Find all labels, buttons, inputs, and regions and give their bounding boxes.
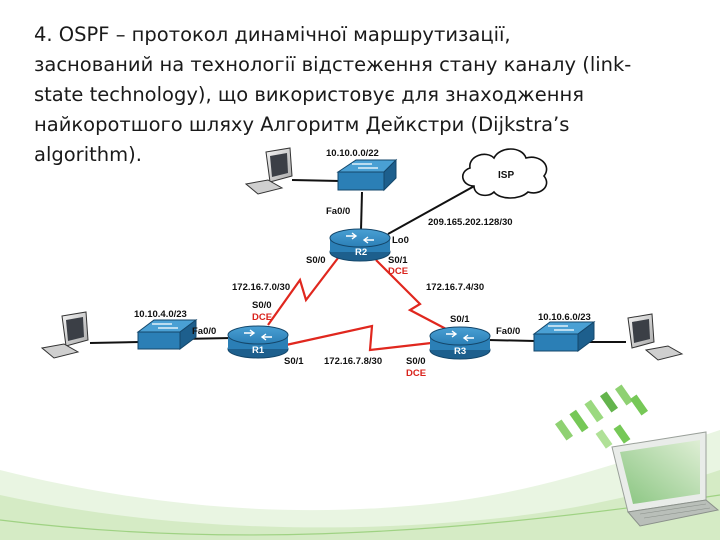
diagram-labels: 10.10.0.0/22 Fa0/0 209.165.202.128/30 Lo… bbox=[134, 148, 591, 379]
pc-right bbox=[627, 313, 684, 361]
net-top-lan: 10.10.0.0/22 bbox=[326, 148, 379, 159]
net-r1-r3: 172.16.7.8/30 bbox=[324, 356, 382, 367]
text-line-1: 4. OSPF – протокол динамічної маршрутиза… bbox=[34, 23, 511, 46]
router-r2: R2 bbox=[329, 228, 391, 262]
link-pc-left-switch bbox=[89, 341, 141, 344]
text-line-5: algorithm). bbox=[34, 143, 142, 166]
slide-body-text: 4. OSPF – протокол динамічної маршрутиза… bbox=[34, 20, 674, 170]
links bbox=[89, 179, 626, 352]
serial-link-r1-r2 bbox=[267, 257, 339, 326]
r2-fa-label: Fa0/0 bbox=[326, 206, 350, 217]
switch-right bbox=[532, 321, 596, 352]
r3-fa-label: Fa0/0 bbox=[496, 326, 520, 337]
router-r1-label: R1 bbox=[252, 345, 265, 356]
r3-s00-label: S0/0 bbox=[406, 356, 426, 367]
decor-wave bbox=[0, 430, 720, 540]
isp-label: ISP bbox=[498, 170, 514, 181]
router-r3-label: R3 bbox=[454, 346, 466, 357]
switch-left bbox=[136, 319, 198, 350]
pc-left bbox=[40, 311, 89, 359]
r2-lo-label: Lo0 bbox=[392, 235, 409, 246]
isp-cloud: ISP bbox=[462, 148, 548, 199]
r1-s01-label: S0/1 bbox=[284, 356, 304, 367]
text-line-3: state technology), що використовує для з… bbox=[34, 83, 584, 106]
net-isp-link: 209.165.202.128/30 bbox=[428, 217, 513, 228]
link-pc-top-switch bbox=[291, 179, 341, 182]
r1-fa-label: Fa0/0 bbox=[192, 326, 216, 337]
switch-top bbox=[336, 158, 398, 192]
r2-dce-label: DCE bbox=[388, 266, 408, 277]
text-line-2: заснований на технології відстеження ста… bbox=[34, 53, 632, 76]
laptop-decor-icon bbox=[554, 384, 720, 527]
net-r2-r3: 172.16.7.4/30 bbox=[426, 282, 484, 293]
pc-top bbox=[244, 147, 293, 195]
r2-s01-label: S0/1 bbox=[388, 255, 408, 266]
r1-s00-label: S0/0 bbox=[252, 300, 272, 311]
net-r1-r2: 172.16.7.0/30 bbox=[232, 282, 290, 293]
r1-dce-label: DCE bbox=[252, 312, 272, 323]
serial-link-r2-r3 bbox=[375, 259, 449, 331]
net-left-lan: 10.10.4.0/23 bbox=[134, 309, 187, 320]
r2-s00-label: S0/0 bbox=[306, 255, 326, 266]
r3-dce-label: DCE bbox=[406, 368, 426, 379]
link-switch-r2 bbox=[360, 191, 363, 231]
serial-link-r1-r3 bbox=[285, 324, 441, 352]
r3-s01-label: S0/1 bbox=[450, 314, 470, 325]
router-r3: R3 bbox=[429, 326, 491, 360]
text-line-4: найкоротшого шляху Алгоритм Дейкстри (Di… bbox=[34, 113, 570, 136]
net-right-lan: 10.10.6.0/23 bbox=[538, 312, 591, 323]
router-r2-label: R2 bbox=[355, 247, 367, 258]
router-r1: R1 bbox=[227, 325, 289, 359]
link-r3-switch bbox=[487, 339, 536, 342]
link-r2-isp bbox=[387, 183, 479, 235]
